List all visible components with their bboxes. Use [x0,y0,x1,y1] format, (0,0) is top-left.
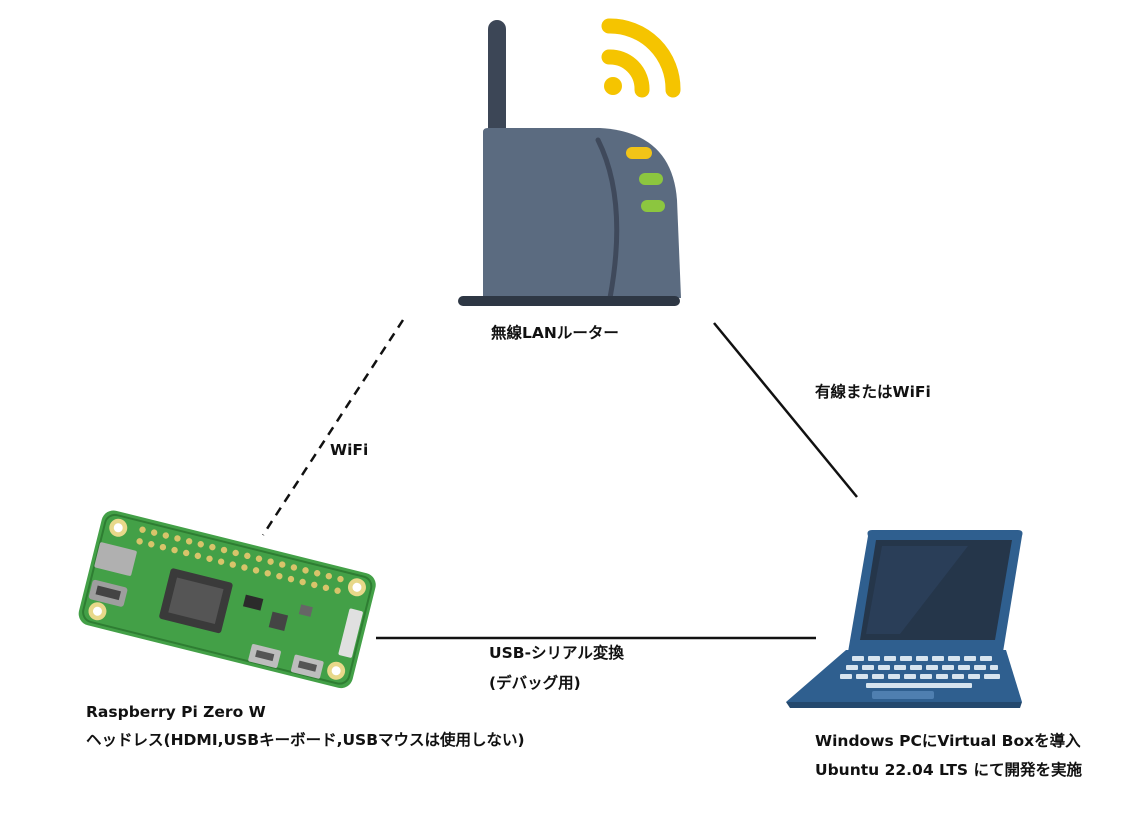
router-label: 無線LANルーター [491,323,619,342]
router-icon [458,20,681,306]
wifi-link-line [261,319,405,536]
serial-link-label-line2: (デバッグ用) [489,673,581,692]
laptop-icon [786,530,1023,708]
raspberry-pi-label-line1: Raspberry Pi Zero W [86,703,266,721]
raspberry-pi-board-icon [78,510,376,689]
raspberry-pi-label-line2: ヘッドレス(HDMI,USBキーボード,USBマウスは使用しない) [86,730,525,749]
pc-label-line2: Ubuntu 22.04 LTS にて開発を実施 [815,760,1082,779]
pc-label-line1: Windows PCにVirtual Boxを導入 [815,731,1081,750]
router-pc-link-line [713,322,858,498]
wifi-link-label: WiFi [330,441,368,459]
wifi-signal-icon [601,18,681,98]
serial-link-label-line1: USB-シリアル変換 [489,643,624,662]
router-pc-link-label: 有線またはWiFi [815,382,931,401]
